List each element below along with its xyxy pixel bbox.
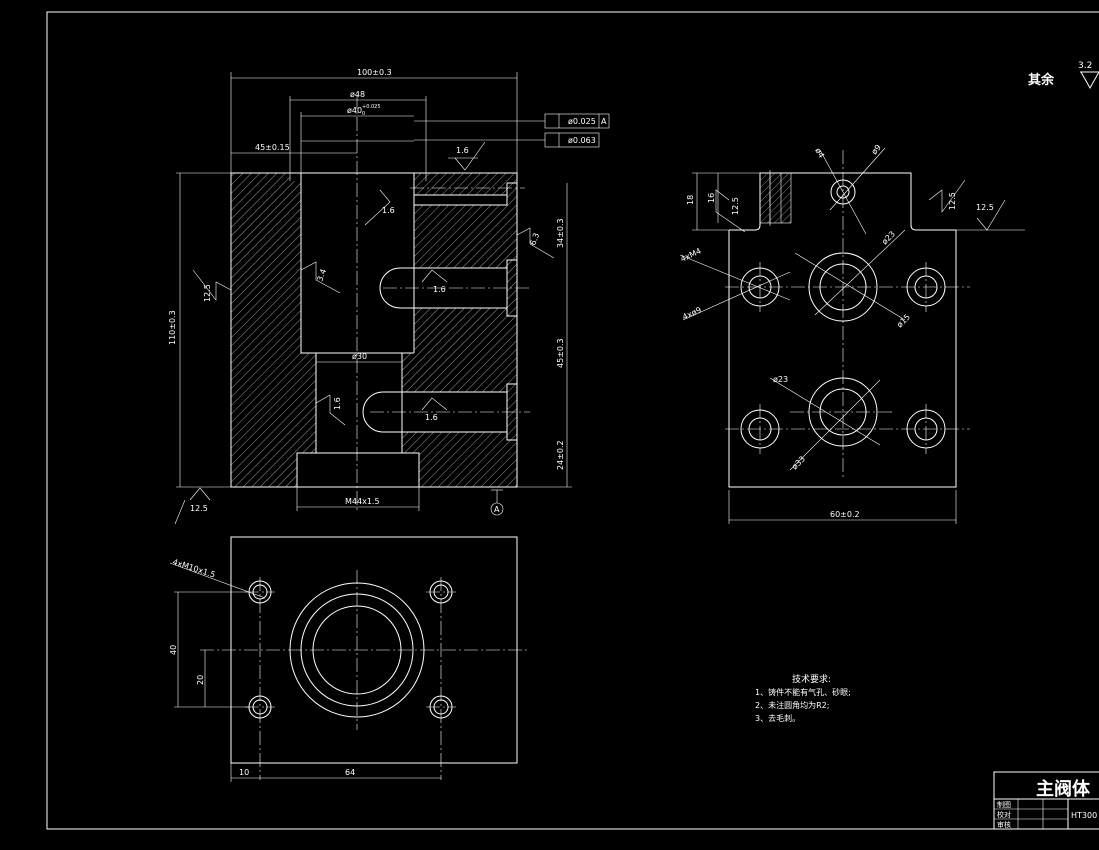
surface-note-value: 3.2 <box>1078 61 1092 71</box>
tech-notes-title: 技术要求: <box>792 673 831 685</box>
tech-note-1: 1、铸件不能有气孔、砂眼; <box>755 687 851 697</box>
rough-7: 1.6 <box>333 397 342 410</box>
row-label-2: 校对 <box>997 810 1011 819</box>
dim-left-offset: 45±0.15 <box>255 143 290 152</box>
dim-top-width: 100±0.3 <box>357 68 392 77</box>
dim-r3: 24±0.2 <box>556 440 565 470</box>
dim-phi-e: ø23 <box>773 375 788 384</box>
row-label-3: 审核 <box>997 820 1011 829</box>
tol-2-value: ø0.063 <box>568 136 596 145</box>
side-rough-2: 12.5 <box>948 192 957 210</box>
tol-1-datum: A <box>601 117 607 126</box>
title-block: 主阀体 HT300 制图 校对 审核 <box>993 771 1099 830</box>
dim-thread: M44x1.5 <box>345 497 380 506</box>
tech-notes: 技术要求: 1、铸件不能有气孔、砂眼; 2、未注圆角均为R2; 3、去毛刺。 <box>755 673 851 723</box>
dim-bottom-40: 40 <box>169 645 178 655</box>
dim-bottom-20: 20 <box>196 675 205 685</box>
surface-note: 其余 3.2 <box>1028 61 1099 90</box>
side-rough-3: 12.5 <box>976 203 994 212</box>
rough-1: 1.6 <box>456 146 469 155</box>
rough-5: 1.6 <box>433 285 446 294</box>
rough-2: 1.6 <box>382 206 395 215</box>
dim-bottom-holes: 4xM10x1.5 <box>171 557 216 579</box>
rough-9: 12.5 <box>190 504 208 513</box>
dim-phi-a: ø4 <box>813 147 826 160</box>
tech-note-3: 3、去毛刺。 <box>755 713 800 723</box>
datum-a: A <box>494 505 500 514</box>
rough-4: 3.4 <box>315 268 328 283</box>
dim-bottom-10: 10 <box>239 768 249 777</box>
front-section-view: 100±0.3 ø48 ø40 +0.025 0 45±0.15 110±0.3… <box>168 68 610 525</box>
dim-bore: ø48 <box>350 90 365 99</box>
dim-side-h1: 18 <box>686 195 695 205</box>
dim-side-width: 60±0.2 <box>830 510 860 519</box>
material: HT300 <box>1071 811 1097 820</box>
dim-bore-tol-sup: +0.025 <box>362 104 381 110</box>
side-rough-1: 12.5 <box>731 197 740 215</box>
dim-r1: 34±0.3 <box>556 218 565 248</box>
dim-phi-d: ø15 <box>895 312 912 329</box>
rough-8: 1.6 <box>425 413 438 422</box>
dim-holes-a: 4xM4 <box>679 246 703 263</box>
dim-height: 110±0.3 <box>168 310 177 345</box>
dim-phi-f: ø33 <box>790 454 807 471</box>
drawing-border <box>46 11 1099 830</box>
dim-phi-b: ø9 <box>870 143 883 156</box>
dim-side-h2: 16 <box>707 193 716 203</box>
bottom-view: 4xM10x1.5 40 20 10 64 <box>169 536 530 782</box>
dim-bore-tol: ø40 <box>347 106 362 115</box>
dim-phi-c: ø23 <box>880 229 897 246</box>
row-label-1: 制图 <box>997 800 1011 809</box>
side-view: 60±0.2 18 16 ø4 ø9 ø23 ø15 ø23 ø33 4xM4 … <box>679 143 1025 524</box>
part-name: 主阀体 <box>1036 778 1091 800</box>
tol-1-value: ø0.025 <box>568 117 596 126</box>
dim-holes-b: 4xø9 <box>681 305 703 322</box>
dim-bottom-64: 64 <box>345 768 355 777</box>
rough-6: 12.5 <box>203 284 212 302</box>
rough-3: 6.3 <box>528 232 541 247</box>
surface-note-prefix: 其余 <box>1028 72 1055 88</box>
dim-bore-tol-sub: 0 <box>362 111 365 117</box>
dim-r2: 45±0.3 <box>556 338 565 368</box>
tech-note-2: 2、未注圆角均为R2; <box>755 700 829 710</box>
dim-inner-d: ø30 <box>352 352 367 361</box>
